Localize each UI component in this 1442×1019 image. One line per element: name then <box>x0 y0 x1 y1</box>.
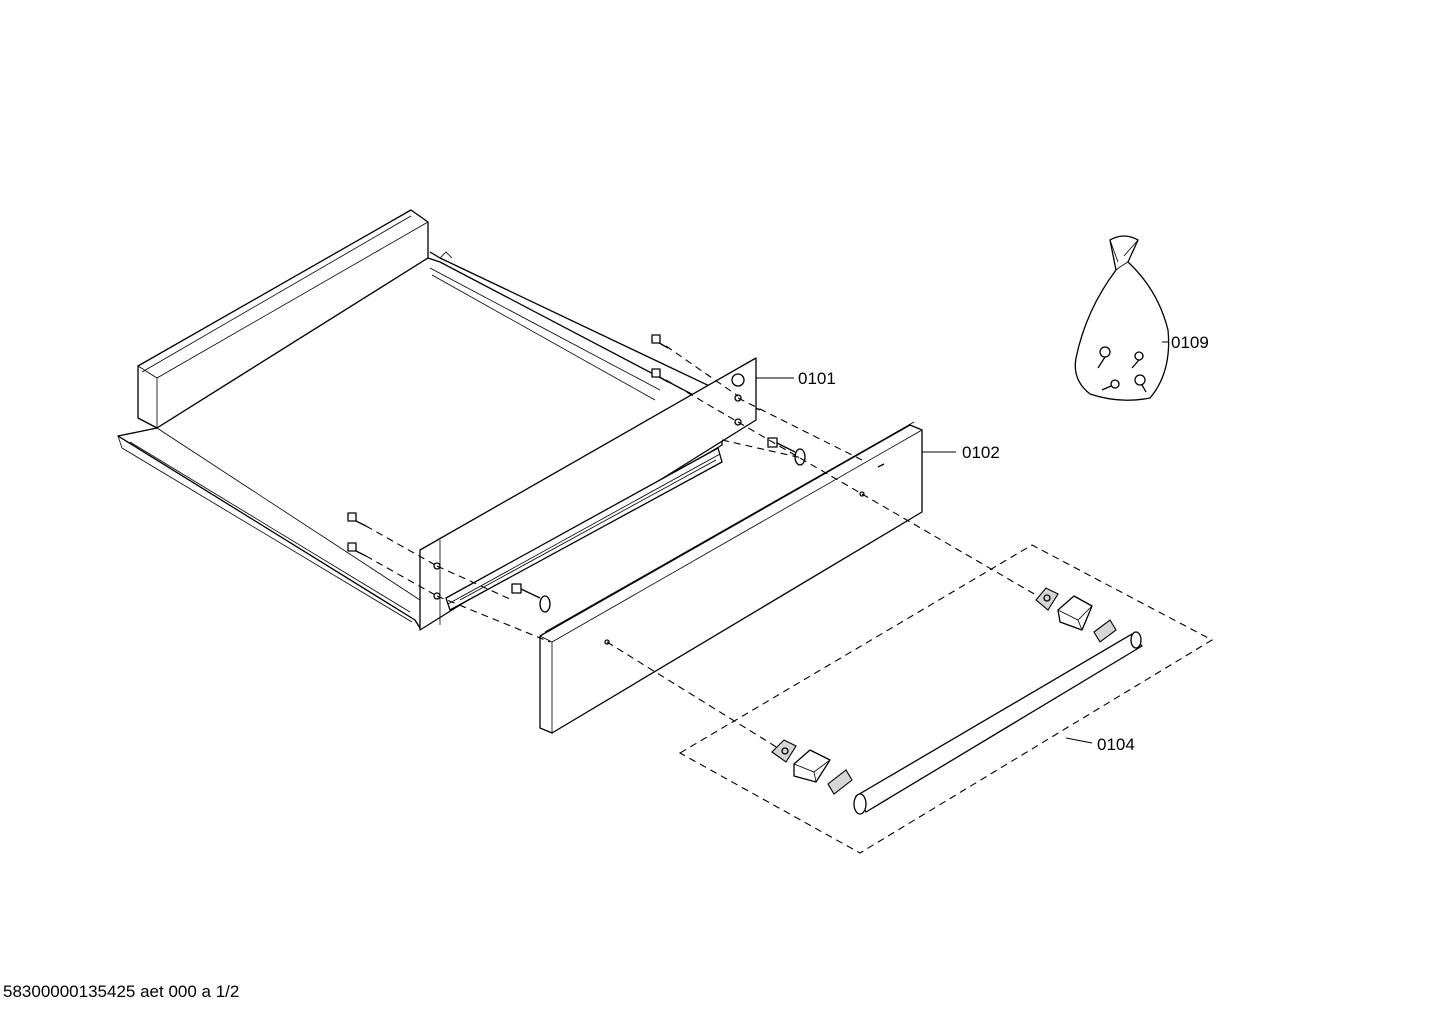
part-label-0102: 0102 <box>962 443 1000 462</box>
part-label-0104: 0104 <box>1097 735 1135 754</box>
assembly-lines <box>365 345 1037 749</box>
screw-bag-icon <box>1074 235 1170 401</box>
handle-kit <box>678 544 1214 854</box>
front-panel <box>539 421 923 734</box>
leader-lines <box>756 341 1168 744</box>
drawer-body <box>117 209 806 631</box>
part-label-0101: 0101 <box>798 369 836 388</box>
drawing-code: 58300000135425 aet 000 a 1/2 <box>3 982 240 1001</box>
part-label-0109: 0109 <box>1171 333 1209 352</box>
